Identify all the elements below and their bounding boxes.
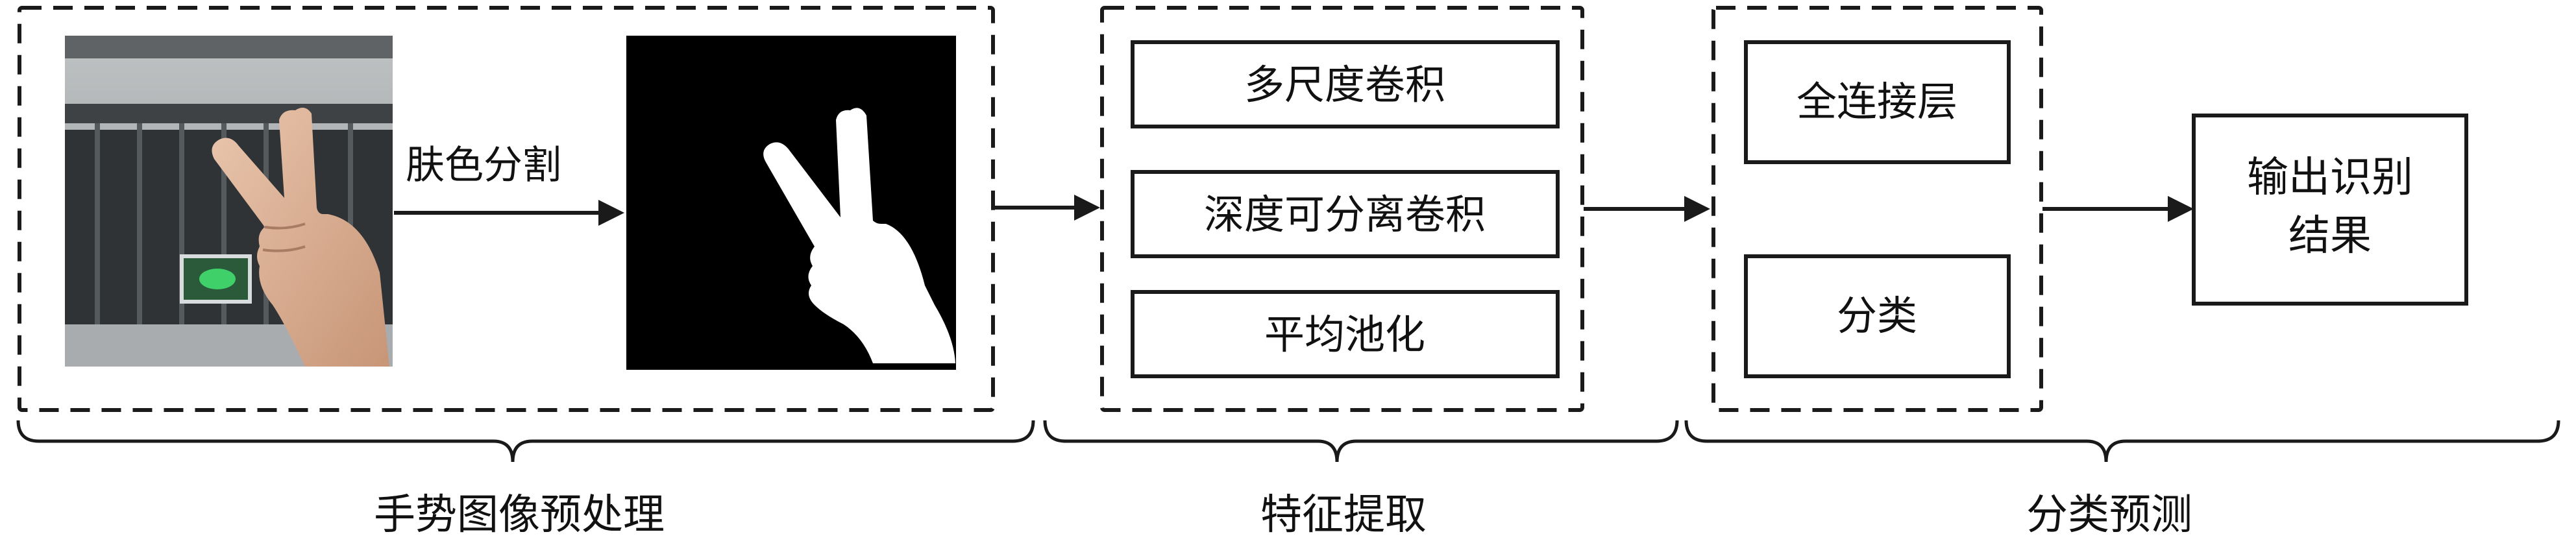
binary-mask-image <box>626 36 956 370</box>
feature-dashed-frame <box>1100 6 1584 412</box>
preprocess-brace <box>16 420 1035 463</box>
feature-box-avg-pooling-label: 平均池化 <box>1264 311 1425 358</box>
classify-section-label: 分类预测 <box>2026 491 2192 539</box>
feature-box-depthwise-conv-label: 深度可分离卷积 <box>1204 191 1486 238</box>
hand-photo <box>65 36 393 367</box>
classify-box-classification <box>1744 254 2011 378</box>
preprocess-dashed-frame <box>18 6 995 412</box>
feature-box-multiscale-conv-label: 多尺度卷积 <box>1244 61 1445 108</box>
classify-box-classification-label: 分类 <box>1837 292 1917 339</box>
feature-box-avg-pooling <box>1131 290 1560 378</box>
output-box <box>2192 114 2468 306</box>
feature-section-label: 特征提取 <box>1260 491 1427 539</box>
skin-segmentation-label: 肤色分割 <box>406 143 561 188</box>
classify-box-fully-connected-label: 全连接层 <box>1797 78 1957 125</box>
feature-box-multiscale-conv <box>1131 40 1560 128</box>
classify-box-fully-connected <box>1744 40 2011 164</box>
feature-box-depthwise-conv <box>1131 170 1560 258</box>
output-line2: 结果 <box>2288 212 2372 260</box>
classify-brace <box>1684 420 2560 463</box>
output-line1: 输出识别 <box>2247 154 2413 202</box>
preprocess-section-label: 手势图像预处理 <box>374 491 665 539</box>
feature-brace <box>1043 420 1679 463</box>
classify-dashed-frame <box>1711 6 2043 412</box>
